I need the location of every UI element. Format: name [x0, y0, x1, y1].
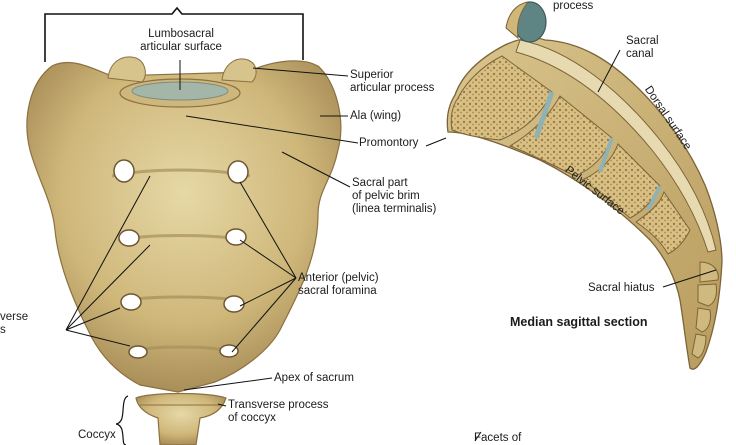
- label-facets: Facets of: [474, 432, 522, 444]
- superior-articular-right: [221, 58, 257, 83]
- superior-articular-left: [107, 56, 146, 83]
- label-promontory: Promontory: [359, 137, 419, 149]
- label-superior-line1: Superior: [350, 69, 394, 81]
- label-process: process: [553, 0, 594, 12]
- leader-lines: [65, 49, 717, 442]
- foramen-3r: [223, 295, 245, 313]
- label-ala: Ala (wing): [350, 110, 402, 122]
- foramen-3l: [120, 293, 142, 311]
- foramen-2l: [118, 229, 140, 247]
- label-foramina-line2: sacral foramina: [298, 285, 377, 297]
- label-coccyx-tp-line1: Transverse process: [228, 399, 329, 411]
- section-title: Median sagittal section: [510, 315, 648, 329]
- label-superior-articular: Superior articular process: [350, 69, 434, 95]
- sagittal-section: [446, 1, 723, 370]
- label-sacral-canal: Sacral canal: [626, 35, 659, 61]
- label-sacral-canal-line2: canal: [626, 48, 654, 60]
- label-coccyx: Coccyx: [78, 429, 116, 441]
- foramen-1r: [227, 160, 249, 184]
- label-apex: Apex of sacrum: [274, 372, 354, 384]
- label-lumbosacral-line1: Lumbosacral: [148, 28, 214, 40]
- label-brim-line3: (linea terminalis): [352, 203, 437, 215]
- label-sacral-hiatus: Sacral hiatus: [588, 282, 655, 294]
- label-sacral-canal-line1: Sacral: [626, 35, 659, 47]
- label-transverse-line1: verse: [0, 311, 29, 323]
- label-brim-line2: of pelvic brim: [352, 190, 420, 202]
- sacrum-body: [26, 60, 342, 393]
- coccyx-segments: [691, 283, 717, 359]
- label-transverse-ridges: verse s: [0, 311, 28, 337]
- label-coccyx-tp-line2: of coccyx: [228, 412, 276, 424]
- label-brim-line1: Sacral part: [352, 177, 408, 189]
- foramen-4l: [128, 345, 148, 359]
- label-lumbosacral-line2: articular surface: [140, 41, 222, 53]
- foramen-4r: [219, 344, 239, 358]
- label-pelvic-brim: Sacral part of pelvic brim (linea termin…: [352, 177, 436, 216]
- label-coccyx-transverse: Transverse process of coccyx: [228, 399, 329, 425]
- foramen-1l: [113, 159, 135, 183]
- coccyx-bone: [135, 392, 227, 445]
- label-foramina-line1: Anterior (pelvic): [298, 272, 379, 284]
- width-bracket: [44, 6, 304, 62]
- label-transverse-line2: s: [0, 324, 6, 336]
- label-superior-line2: articular process: [350, 82, 435, 94]
- label-sacral-foramina: Anterior (pelvic) sacral foramina: [298, 272, 379, 298]
- label-lumbosacral: Lumbosacral articular surface: [120, 28, 242, 54]
- sacral-canal: [515, 39, 717, 253]
- anterior-sacrum: [26, 6, 342, 445]
